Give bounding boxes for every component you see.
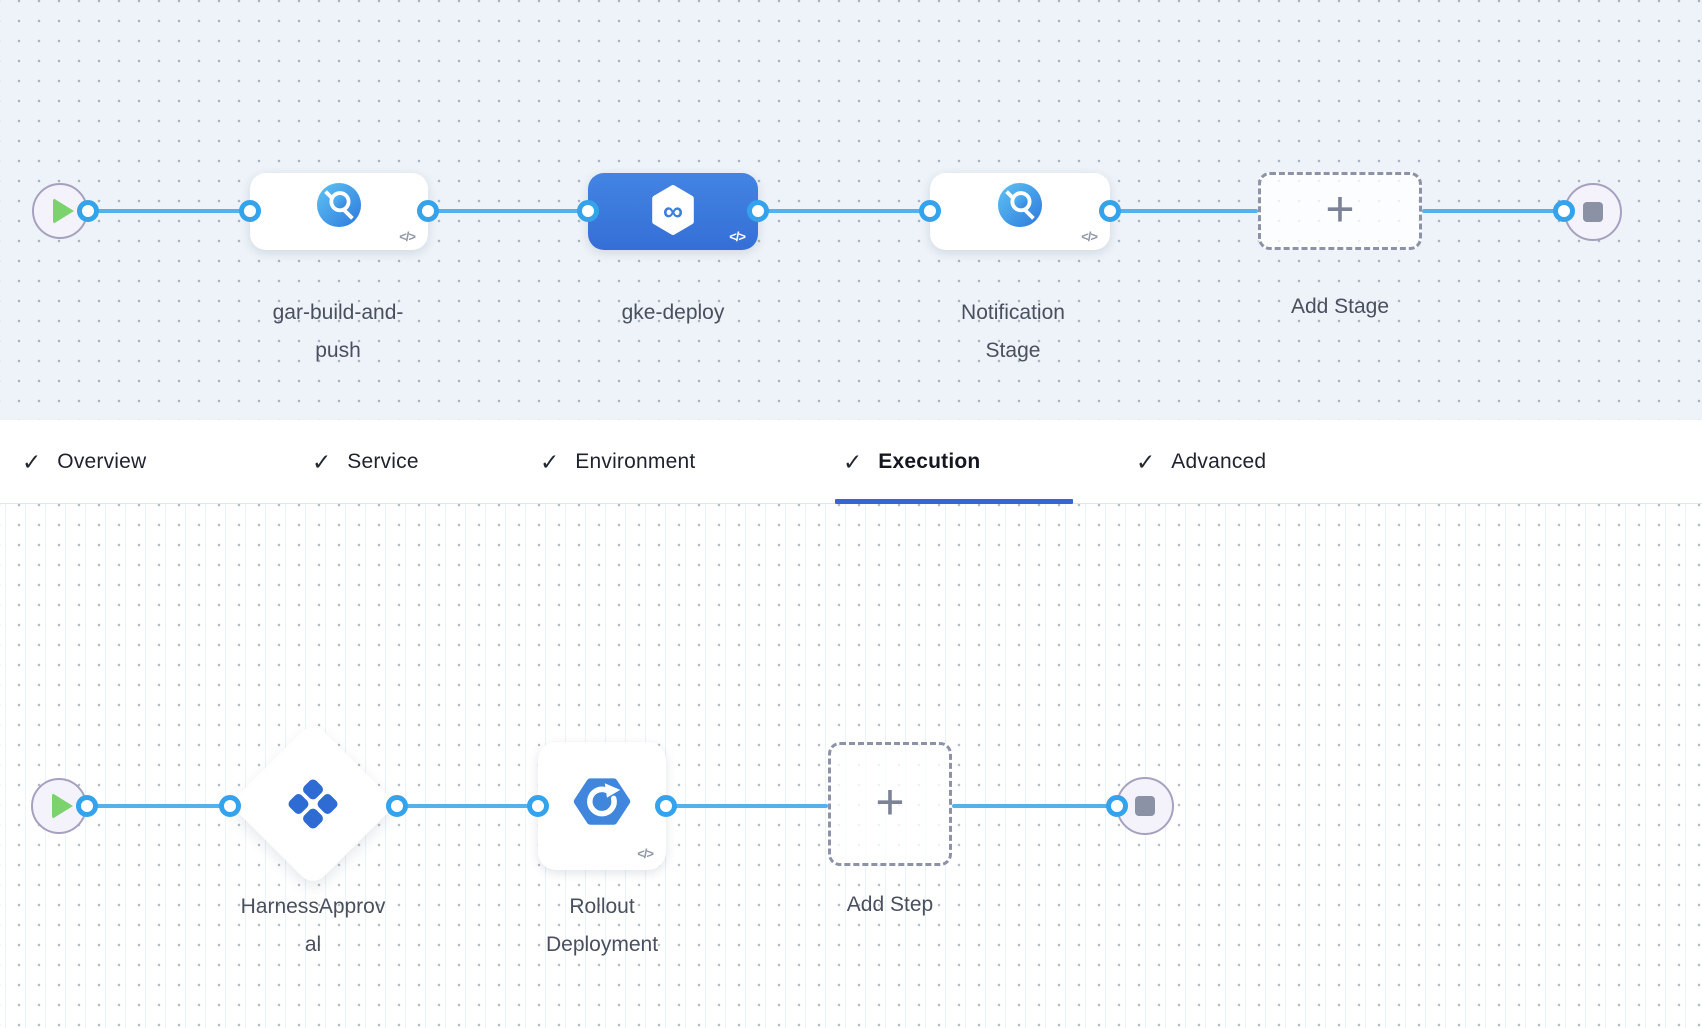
stage-config-tabbar: ✓ Overview ✓ Service ✓ Environment ✓ Exe… <box>0 420 1702 504</box>
stop-icon <box>1135 796 1155 816</box>
stop-icon <box>1583 202 1603 222</box>
tab-environment[interactable]: ✓ Environment <box>540 448 696 475</box>
stage-canvas[interactable]: </> ∞ </> <box>0 0 1702 420</box>
step-label-rollout-deployment: Rollout Deployment <box>545 895 659 956</box>
tab-advanced[interactable]: ✓ Advanced <box>1136 448 1267 475</box>
connector-point[interactable] <box>219 795 241 817</box>
stage-label-gar-build-and-push: gar-build-and- push <box>272 301 404 362</box>
yaml-code-icon: </> <box>399 229 416 244</box>
connector-line <box>666 804 828 808</box>
connector-point[interactable] <box>76 795 98 817</box>
add-stage-label: Add Stage <box>1290 295 1390 318</box>
stage-card-gar-build-and-push[interactable]: </> <box>250 173 428 250</box>
connector-point[interactable] <box>1106 795 1128 817</box>
approval-step-icon <box>254 745 372 863</box>
stage-label-gke-deploy: gke-deploy <box>621 301 725 324</box>
step-card-harness-approval[interactable] <box>229 720 397 888</box>
svg-text:∞: ∞ <box>663 196 683 227</box>
play-icon <box>53 198 74 224</box>
play-icon <box>52 793 73 819</box>
check-icon: ✓ <box>22 448 42 475</box>
build-stage-icon <box>250 182 428 228</box>
add-step-label: Add Step <box>846 893 934 916</box>
step-label-harness-approval: HarnessApprov al <box>240 895 386 956</box>
tab-overview[interactable]: ✓ Overview <box>22 448 147 475</box>
connector-point[interactable] <box>655 795 677 817</box>
build-stage-icon <box>930 182 1110 228</box>
check-icon: ✓ <box>540 448 560 475</box>
add-stage-button[interactable]: + <box>1258 172 1422 250</box>
yaml-code-icon: </> <box>1081 229 1098 244</box>
connector-point[interactable] <box>527 795 549 817</box>
connector-line <box>88 209 250 213</box>
stage-card-notification-stage[interactable]: </> <box>930 173 1110 250</box>
step-card-rollout-deployment[interactable]: </> <box>538 742 666 870</box>
stage-card-gke-deploy[interactable]: ∞ </> <box>588 173 758 250</box>
execution-canvas[interactable]: </> + HarnessApprov al Rollout Deploymen… <box>0 504 1702 1028</box>
plus-icon: + <box>1325 181 1355 237</box>
yaml-code-icon: </> <box>729 229 746 244</box>
check-icon: ✓ <box>843 448 863 475</box>
rollout-deployment-step-icon <box>538 775 666 828</box>
active-tab-underline <box>835 499 1073 504</box>
plus-icon: + <box>875 774 905 830</box>
connector-point[interactable] <box>77 200 99 222</box>
connector-point[interactable] <box>919 200 941 222</box>
tab-execution[interactable]: ✓ Execution <box>843 448 981 475</box>
yaml-code-icon: </> <box>637 846 654 861</box>
add-step-button[interactable]: + <box>828 742 952 866</box>
connector-point[interactable] <box>386 795 408 817</box>
connector-line <box>1110 209 1258 213</box>
connector-point[interactable] <box>1099 200 1121 222</box>
connector-line <box>428 209 588 213</box>
connector-point[interactable] <box>747 200 769 222</box>
connector-point[interactable] <box>577 200 599 222</box>
connector-line <box>397 804 538 808</box>
tab-service[interactable]: ✓ Service <box>312 448 419 475</box>
connector-line <box>952 804 1117 808</box>
deploy-stage-icon: ∞ <box>588 184 758 236</box>
connector-point[interactable] <box>1553 200 1575 222</box>
check-icon: ✓ <box>312 448 332 475</box>
connector-line <box>87 804 230 808</box>
stage-label-notification-stage: Notification Stage <box>961 301 1065 362</box>
check-icon: ✓ <box>1136 448 1156 475</box>
connector-point[interactable] <box>239 200 261 222</box>
connector-line <box>1422 209 1564 213</box>
connector-point[interactable] <box>417 200 439 222</box>
connector-line <box>758 209 930 213</box>
